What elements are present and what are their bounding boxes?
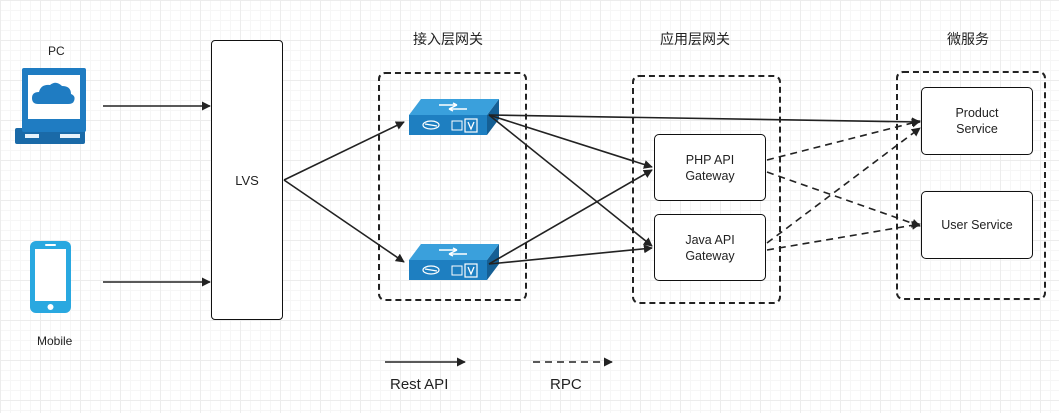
access-gateway-group	[378, 72, 527, 301]
edge-java-to-product	[766, 127, 921, 244]
php-gateway-line-1: PHP API	[685, 152, 735, 167]
edge-java-to-user	[766, 220, 921, 251]
microservices-group	[896, 71, 1046, 300]
access-gateway-title: 接入层网关	[413, 31, 483, 47]
java-gateway-line-1: Java API	[685, 232, 735, 247]
rpc-connectors	[533, 118, 921, 367]
mobile-label: Mobile	[37, 334, 73, 348]
edge-php-to-user	[766, 171, 921, 228]
edge-switch-bottom-to-php	[488, 169, 653, 265]
php-api-gateway-node[interactable]: PHP API Gateway	[654, 134, 766, 201]
pc-icon	[15, 68, 86, 144]
edge-lvs-to-switch-top	[283, 121, 405, 181]
user-service-label: User Service	[941, 218, 1013, 232]
edge-switch-top-to-product	[488, 114, 921, 127]
switch-icon-bottom	[409, 244, 499, 280]
edge-lvs-to-switch-bottom	[283, 179, 405, 263]
product-service-line-2: Service	[956, 122, 998, 136]
java-gateway-line-2: Gateway	[685, 248, 735, 263]
mobile-icon	[30, 241, 71, 313]
java-api-gateway-node[interactable]: Java API Gateway	[654, 214, 766, 281]
app-gateway-group	[632, 75, 781, 304]
edge-switch-bottom-to-java	[488, 244, 653, 265]
php-gateway-line-2: Gateway	[685, 168, 735, 183]
legend-rpc-label: RPC	[550, 376, 582, 393]
product-service-node[interactable]: Product Service	[921, 87, 1033, 155]
edge-switch-top-to-java	[488, 114, 653, 247]
switch-icon-top	[409, 99, 499, 135]
edge-php-to-product	[766, 118, 921, 161]
legend-rest-label: Rest API	[390, 376, 449, 393]
product-service-line-1: Product	[955, 106, 999, 120]
app-gateway-title: 应用层网关	[660, 31, 730, 47]
pc-label: PC	[48, 44, 65, 58]
lvs-node[interactable]: LVS	[211, 40, 283, 320]
lvs-label: LVS	[235, 172, 259, 188]
microservices-title: 微服务	[947, 31, 989, 47]
edge-switch-top-to-php	[488, 114, 653, 169]
user-service-node[interactable]: User Service	[921, 191, 1033, 259]
rest-connectors	[103, 101, 921, 367]
